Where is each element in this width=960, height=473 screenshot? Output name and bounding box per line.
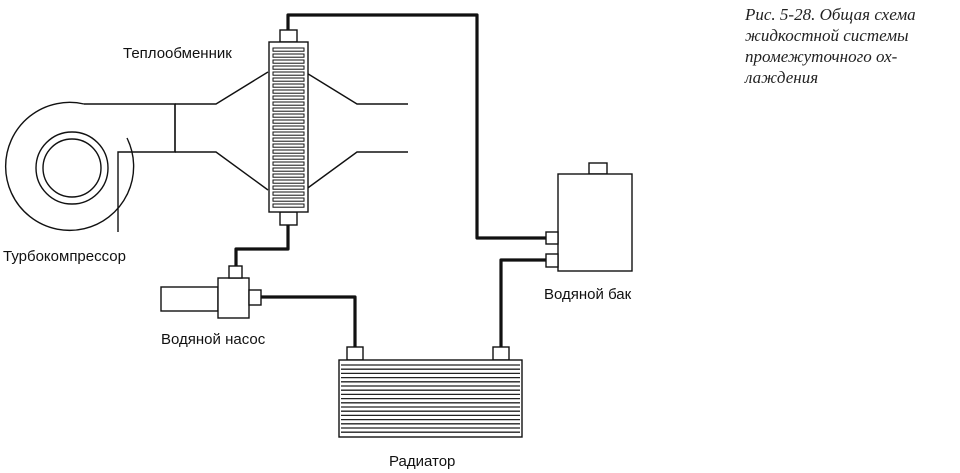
heat-exchanger-fin — [272, 101, 305, 106]
label-turbocompressor: Турбокомпрессор — [3, 248, 126, 265]
heat-exchanger-fin — [272, 119, 305, 124]
heat-exchanger-fin — [272, 59, 305, 64]
heat-exchanger-fin — [272, 137, 305, 142]
pipe-pump-to-radiator — [261, 295, 357, 347]
heat-exchanger-fin — [272, 173, 305, 178]
pipe-radiator-to-tank — [499, 258, 546, 347]
heat-exchanger-fin — [272, 155, 305, 160]
heat-exchanger-fin — [272, 125, 305, 130]
heat-exchanger-fin — [272, 113, 305, 118]
heat-exchanger-fin — [272, 131, 305, 136]
heat-exchanger-fin — [272, 95, 305, 100]
heat-exchanger-fin — [272, 197, 305, 202]
caption-line: жидкостной системы — [745, 26, 909, 45]
radiator-fins — [341, 364, 520, 433]
heat-exchanger-fin — [272, 89, 305, 94]
heat-exchanger-fin — [272, 185, 305, 190]
water-pump — [160, 265, 262, 319]
pipe-heat-exchanger-to-tank — [286, 13, 546, 240]
label-heat-exchanger: Теплообменник — [123, 45, 232, 62]
water-tank — [545, 162, 633, 272]
radiator — [338, 346, 523, 438]
label-radiator: Радиатор — [389, 453, 455, 470]
heat-exchanger-fin — [272, 191, 305, 196]
label-water-tank: Водяной бак — [544, 286, 632, 303]
coolant-pipes — [234, 13, 546, 347]
heat-exchanger-fin — [272, 83, 305, 88]
heat-exchanger-fin — [272, 77, 305, 82]
heat-exchanger-fin — [272, 107, 305, 112]
label-water-pump: Водяной насос — [161, 331, 266, 348]
heat-exchanger — [268, 29, 309, 226]
pipe-heat-exchanger-to-pump — [234, 225, 290, 266]
caption-line: лаждения — [745, 68, 819, 87]
figure-caption: Рис. 5-28. Общая схема жидкостной систем… — [745, 4, 957, 88]
heat-exchanger-fin — [272, 161, 305, 166]
charge-air-outlet-duct — [304, 71, 408, 191]
heat-exchanger-fin — [272, 149, 305, 154]
heat-exchanger-fin — [272, 179, 305, 184]
heat-exchanger-fin — [272, 47, 305, 52]
heat-exchanger-fins — [272, 47, 305, 208]
heat-exchanger-fin — [272, 53, 305, 58]
caption-line: Рис. 5-28. Общая схема — [745, 5, 916, 24]
heat-exchanger-fin — [272, 71, 305, 76]
heat-exchanger-fin — [272, 167, 305, 172]
heat-exchanger-fin — [272, 143, 305, 148]
heat-exchanger-fin — [272, 203, 305, 208]
turbocompressor — [4, 71, 269, 232]
caption-line: промежуточного ох- — [745, 47, 898, 66]
heat-exchanger-fin — [272, 65, 305, 70]
